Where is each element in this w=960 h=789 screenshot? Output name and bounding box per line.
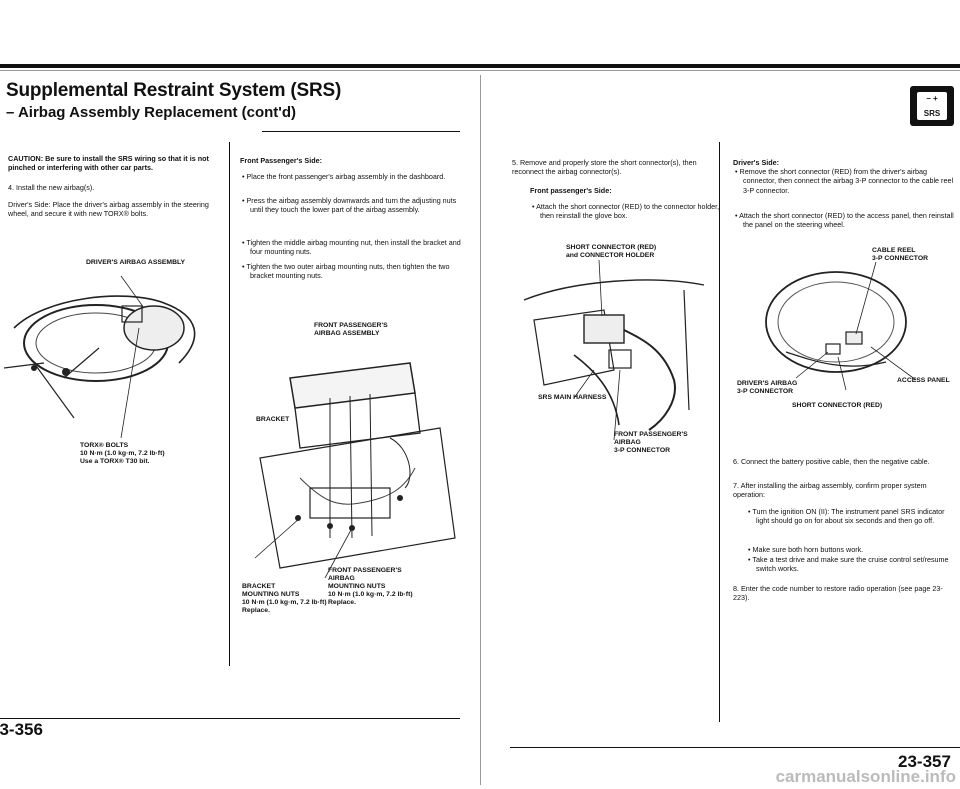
passenger-airbag-figure	[254, 362, 456, 578]
short-connector-label: SHORT CONNECTOR (RED)	[792, 402, 883, 409]
list-item: • Turn the ignition ON (II): The instrum…	[748, 507, 945, 526]
drivers-heading-right: Driver's Side:	[733, 158, 780, 167]
connector-holder-figure	[523, 260, 705, 440]
list-item: • Make sure both horn buttons work.	[748, 545, 864, 554]
step-6: 6. Connect the battery positive cable, t…	[733, 457, 930, 466]
battery-icon: – +	[926, 94, 938, 103]
watermark-text: carmanualsonline.info	[775, 767, 956, 786]
column-divider-right	[719, 142, 720, 722]
top-rule	[0, 64, 960, 68]
left-footer-rule	[0, 718, 460, 719]
fig3-top-2: and CONNECTOR HOLDER	[566, 252, 655, 259]
steering-wheel-connector-figure	[765, 262, 917, 391]
fig3-bot-3: 3-P CONNECTOR	[614, 447, 671, 454]
section-title: Supplemental Restraint System (SRS)	[6, 80, 342, 101]
torx-torque: 10 N·m (1.0 kg·m, 7.2 lb·ft)	[80, 450, 165, 457]
torx-bit-note: Use a TORX® T30 bit.	[80, 458, 150, 465]
cable-reel-label-2: 3-P CONNECTOR	[872, 255, 929, 262]
caution-text: CAUTION: Be sure to install the SRS wiri…	[8, 154, 209, 173]
bracket-mounting-label-2: MOUNTING NUTS	[242, 591, 300, 598]
list-item: • Take a test drive and make sure the cr…	[748, 555, 949, 574]
list-item: • Attach the short connector (RED) to th…	[532, 202, 720, 221]
airbag-nuts-torque: 10 N·m (1.0 kg·m, 7.2 lb·ft)	[328, 591, 413, 598]
section-subtitle: – Airbag Assembly Replacement (cont'd)	[6, 104, 297, 121]
list-item: • Place the front passenger's airbag ass…	[242, 172, 446, 181]
fig3-top-1: SHORT CONNECTOR (RED)	[566, 244, 657, 251]
airbag-nuts-replace: Replace.	[328, 599, 356, 606]
step-5: 5. Remove and properly store the short c…	[512, 158, 697, 177]
list-item: • Tighten the two outer airbag mounting …	[242, 262, 450, 281]
fig2-bracket-label: BRACKET	[256, 416, 290, 423]
airbag-nuts-label: FRONT PASSENGER'S	[328, 567, 402, 574]
drivers-side-instruction: Driver's Side: Place the driver's airbag…	[8, 200, 209, 219]
srs-badge: – + SRS	[910, 86, 954, 126]
fig2-title-2: AIRBAG ASSEMBLY	[314, 330, 380, 337]
bracket-torque: 10 N·m (1.0 kg·m, 7.2 lb·ft)	[242, 599, 327, 606]
column-divider	[229, 142, 230, 666]
page-gutter	[480, 75, 481, 785]
list-item: • Attach the short connector (RED) to th…	[735, 211, 954, 230]
airbag-nuts-label-2: AIRBAG	[328, 575, 355, 582]
front-passenger-heading-right: Front passenger's Side:	[530, 186, 612, 195]
fig2-title-1: FRONT PASSENGER'S	[314, 322, 388, 329]
torx-bolts-label: TORX® BOLTS	[80, 442, 129, 449]
right-page-number: 23-357	[898, 752, 951, 771]
top-rule-thin	[0, 70, 960, 71]
fig3-bot-2: AIRBAG	[614, 439, 641, 446]
front-passenger-heading: Front Passenger's Side:	[240, 156, 322, 165]
step-8: 8. Enter the code number to restore radi…	[733, 584, 943, 603]
drivers-airbag-connector-label-2: 3-P CONNECTOR	[737, 388, 794, 395]
subtitle-rule	[262, 131, 460, 132]
list-item: • Remove the short connector (RED) from …	[735, 167, 954, 195]
drivers-airbag-figure	[4, 275, 196, 438]
srs-main-harness-label: SRS MAIN HARNESS	[538, 394, 607, 401]
right-footer-rule	[510, 747, 960, 748]
fig3-bot-1: FRONT PASSENGER'S	[614, 431, 688, 438]
drivers-airbag-connector-label: DRIVER'S AIRBAG	[737, 380, 798, 387]
list-item: • Tighten the middle airbag mounting nut…	[242, 238, 461, 257]
cable-reel-label: CABLE REEL	[872, 247, 916, 254]
fig1-label: DRIVER'S AIRBAG ASSEMBLY	[86, 259, 186, 266]
bracket-mounting-label: BRACKET	[242, 583, 276, 590]
bracket-replace: Replace.	[242, 607, 270, 614]
left-page-number: 23-356	[0, 720, 43, 739]
access-panel-label: ACCESS PANEL	[897, 377, 950, 384]
srs-badge-label: SRS	[923, 109, 941, 118]
step-4: 4. Install the new airbag(s).	[8, 183, 95, 192]
step-7: 7. After installing the airbag assembly,…	[733, 481, 927, 500]
airbag-nuts-label-3: MOUNTING NUTS	[328, 583, 386, 590]
list-item: • Press the airbag assembly downwards an…	[242, 196, 457, 215]
